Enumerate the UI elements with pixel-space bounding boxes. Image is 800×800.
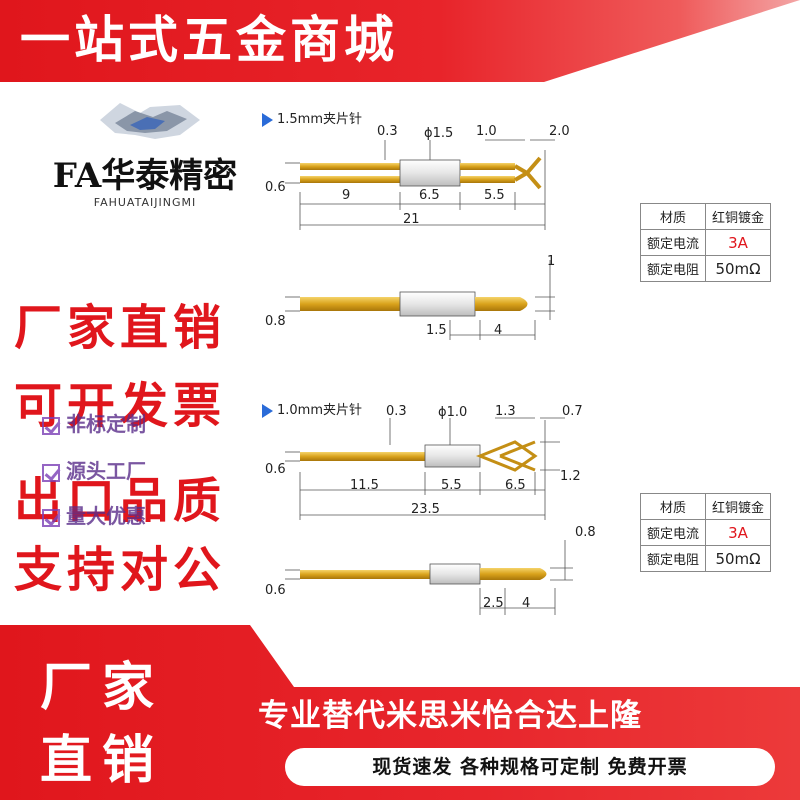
play-triangle-icon xyxy=(262,403,273,418)
slogan: 专业替代米思米怡合达上隆 xyxy=(258,698,642,734)
checkbox-icon xyxy=(42,463,60,482)
handshake-logo-icon xyxy=(100,103,200,139)
claim-corporate-pay: 支持对公 xyxy=(14,542,227,598)
pin-diagram xyxy=(285,139,573,615)
dim-label: 0.8 xyxy=(265,314,286,329)
dim-label: 0.6 xyxy=(265,180,286,195)
checklist-item: 源头工厂 xyxy=(42,455,146,484)
bottom-white-panel xyxy=(250,625,800,687)
dim-label: ϕ1.5 xyxy=(424,126,454,141)
play-triangle-icon xyxy=(262,112,273,127)
dim-label: 23.5 xyxy=(411,502,440,517)
pin2-sleeve xyxy=(399,291,476,317)
dim-label: ϕ1.0 xyxy=(438,405,468,420)
dim-label: 0.8 xyxy=(575,525,596,540)
dim-label: 6.5 xyxy=(505,478,526,493)
dim-label: 0.3 xyxy=(377,124,398,139)
dim-label: 1.2 xyxy=(560,469,581,484)
dim-label: 5.5 xyxy=(441,478,462,493)
pin1-rod-upper xyxy=(300,163,400,170)
dim-label: 0.3 xyxy=(386,404,407,419)
dim-label: 6.5 xyxy=(419,188,440,203)
checkbox-icon xyxy=(42,416,60,435)
banner-title: 一站式五金商城 xyxy=(20,11,398,69)
checklist-item: 量大优惠 xyxy=(42,500,146,529)
dim-label: 9 xyxy=(342,188,351,203)
dim-label: 5.5 xyxy=(484,188,505,203)
section-label-3: 1.0mm夹片针 xyxy=(262,399,362,418)
table-row: 材质红铜镀金 xyxy=(639,203,772,230)
dim-label: 2.5 xyxy=(483,596,504,611)
pin4-sleeve xyxy=(429,563,481,585)
dim-label: 1 xyxy=(547,254,556,269)
section-label-1: 1.5mm夹片针 xyxy=(262,108,362,127)
pin4-rod xyxy=(300,570,475,579)
dim-label: 21 xyxy=(403,212,420,227)
pin3-sleeve xyxy=(424,444,481,468)
table-row: 材质红铜镀金 xyxy=(639,493,772,520)
dim-label: 0.6 xyxy=(265,583,286,598)
dim-label: 4 xyxy=(522,596,531,611)
logo-subtitle: FAHUATAIJINGMI xyxy=(93,196,197,209)
claim-factory-direct: 厂家直销 xyxy=(14,300,227,356)
dim-label: 1.3 xyxy=(495,404,516,419)
pin1-sleeve xyxy=(399,159,461,187)
logo-brand-name: FA华泰精密 xyxy=(52,156,238,196)
pin1-rod-lower xyxy=(300,176,400,183)
bottom-claim-line1: 厂家 xyxy=(40,658,165,718)
bottom-claim-line2: 直销 xyxy=(40,731,165,791)
checkbox-icon xyxy=(42,508,60,527)
dim-label: 1.0 xyxy=(476,124,497,139)
service-tags: 现货速发 各种规格可定制 免费开票 xyxy=(285,748,775,786)
dim-label: 4 xyxy=(494,323,503,338)
pin3-rod xyxy=(300,452,425,461)
dim-label: 2.0 xyxy=(549,124,570,139)
dim-label: 11.5 xyxy=(350,478,379,493)
dim-label: 0.7 xyxy=(562,404,583,419)
dim-label: 0.6 xyxy=(265,462,286,477)
dim-label: 1.5 xyxy=(426,323,447,338)
checklist-item: 非标定制 xyxy=(42,408,146,437)
